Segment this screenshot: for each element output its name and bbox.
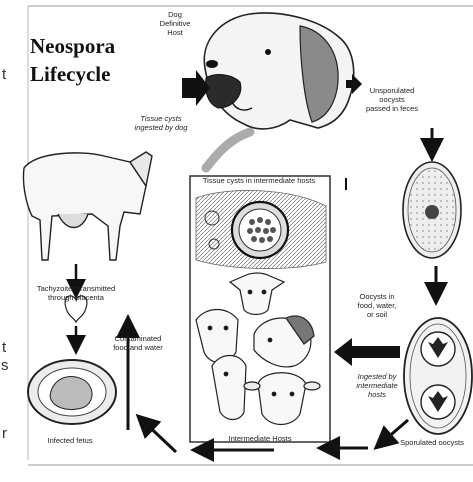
arrow-bottom-left xyxy=(140,418,176,452)
cow-illustration xyxy=(23,152,152,260)
tissue-cyst-drawing xyxy=(196,190,326,268)
label-tachyzoites-line-1: Tachyzoites transmitted xyxy=(26,284,126,293)
label-unsporulated-line-3: passed in feces xyxy=(356,104,428,113)
label-tissue-cysts-intermediate: Tissue cysts in intermediate hosts xyxy=(176,176,342,185)
label-dog-line-2: Definitive xyxy=(150,19,200,28)
label-tissue-cysts-dog-line-2: ingested by dog xyxy=(124,123,198,132)
label-dog-definitive-host: Dog Definitive Host xyxy=(150,10,200,37)
label-tissue-cysts-dog-line-1: Tissue cysts xyxy=(124,114,198,123)
label-unsporulated-oocysts: Unsporulated oocysts passed in feces xyxy=(356,86,428,113)
label-contaminated-line-2: food and water xyxy=(100,343,176,352)
label-tissue-cysts-ingested: Tissue cysts ingested by dog xyxy=(124,114,198,132)
label-ingested-line-1: Ingested by xyxy=(344,372,410,381)
label-oocysts-food-line-1: Oocysts in xyxy=(344,292,410,301)
unsporulated-oocyst xyxy=(403,162,461,258)
label-dog-line-3: Host xyxy=(150,28,200,37)
label-contaminated-food: Contaminated food and water xyxy=(100,334,176,352)
label-tachyzoites-line-2: through placenta xyxy=(26,293,126,302)
label-oocysts-in-food: Oocysts in food, water, or soil xyxy=(344,292,410,319)
label-infected-fetus: Infected fetus xyxy=(30,436,110,445)
arrow-tissue-cysts-to-dog xyxy=(206,132,250,168)
title-line-1: Neospora xyxy=(30,32,115,60)
label-dog-line-1: Dog xyxy=(150,10,200,19)
label-intermediate-hosts: Intermediate Hosts xyxy=(200,434,320,443)
label-ingested-by-hosts: Ingested by intermediate hosts xyxy=(344,372,410,399)
label-oocysts-food-line-2: food, water, xyxy=(344,301,410,310)
label-contaminated-line-1: Contaminated xyxy=(100,334,176,343)
sporulated-oocyst xyxy=(404,318,472,434)
label-tachyzoites: Tachyzoites transmitted through placenta xyxy=(26,284,126,302)
arrow-oocysts-to-hosts xyxy=(334,338,400,366)
infected-fetus-illustration xyxy=(28,360,116,424)
label-sporulated-oocysts: Sporulated oocysts xyxy=(392,438,472,447)
label-ingested-line-3: hosts xyxy=(344,390,410,399)
page-title: Neospora Lifecycle xyxy=(30,32,115,88)
label-unsporulated-line-2: oocysts xyxy=(356,95,428,104)
label-ingested-line-2: intermediate xyxy=(344,381,410,390)
label-unsporulated-line-1: Unsporulated xyxy=(356,86,428,95)
title-line-2: Lifecycle xyxy=(30,60,115,88)
label-oocysts-food-line-3: or soil xyxy=(344,310,410,319)
dog-head-illustration xyxy=(204,13,353,129)
